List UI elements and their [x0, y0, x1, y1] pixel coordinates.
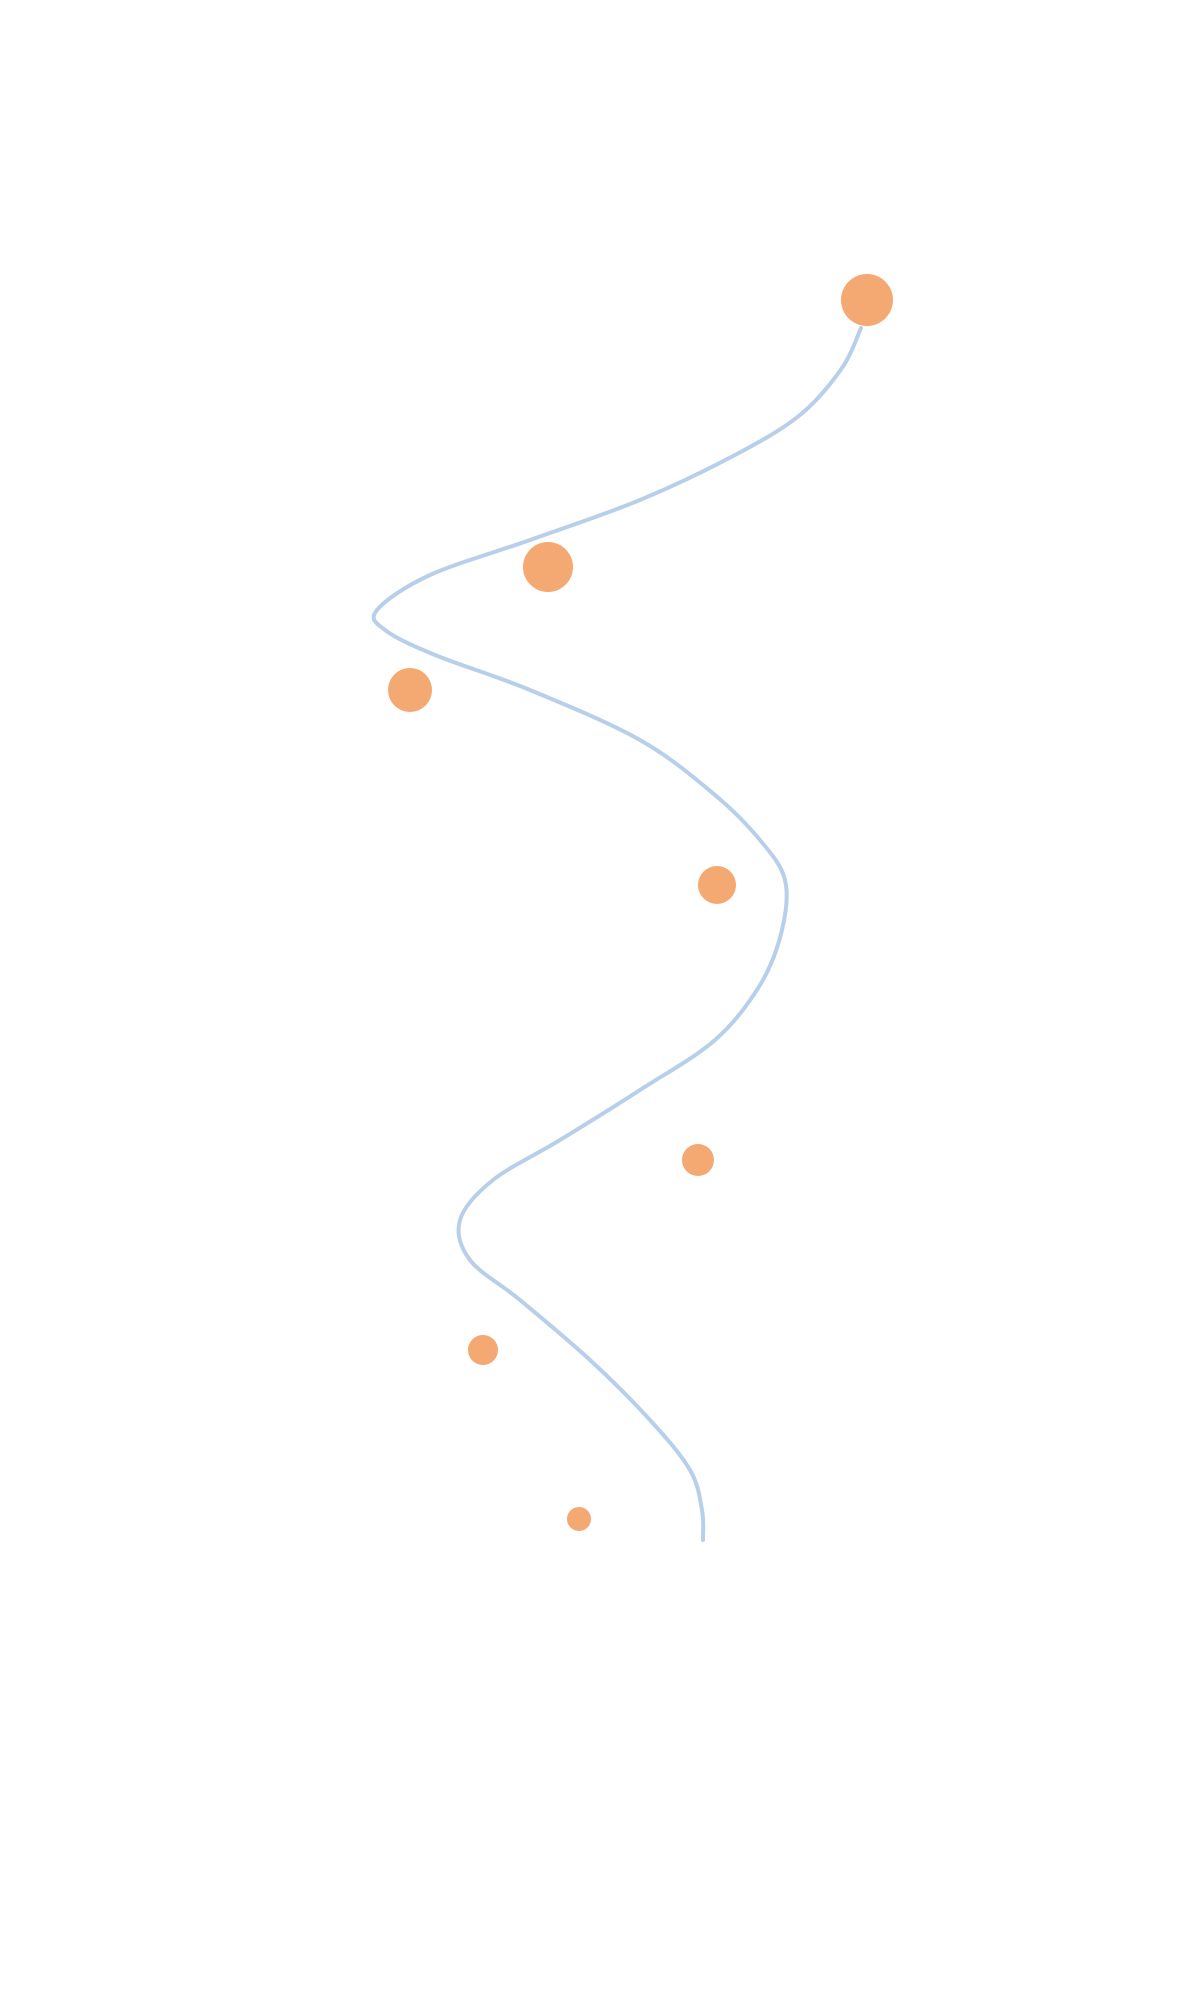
data-point [523, 542, 573, 592]
data-point [698, 866, 736, 904]
curve-layer [371, 326, 863, 1542]
data-point [468, 1335, 498, 1365]
data-point [682, 1144, 714, 1176]
series-curve [371, 326, 863, 1542]
data-point [567, 1507, 591, 1531]
points-layer [388, 274, 893, 1531]
data-point [841, 274, 893, 326]
data-point [388, 668, 432, 712]
